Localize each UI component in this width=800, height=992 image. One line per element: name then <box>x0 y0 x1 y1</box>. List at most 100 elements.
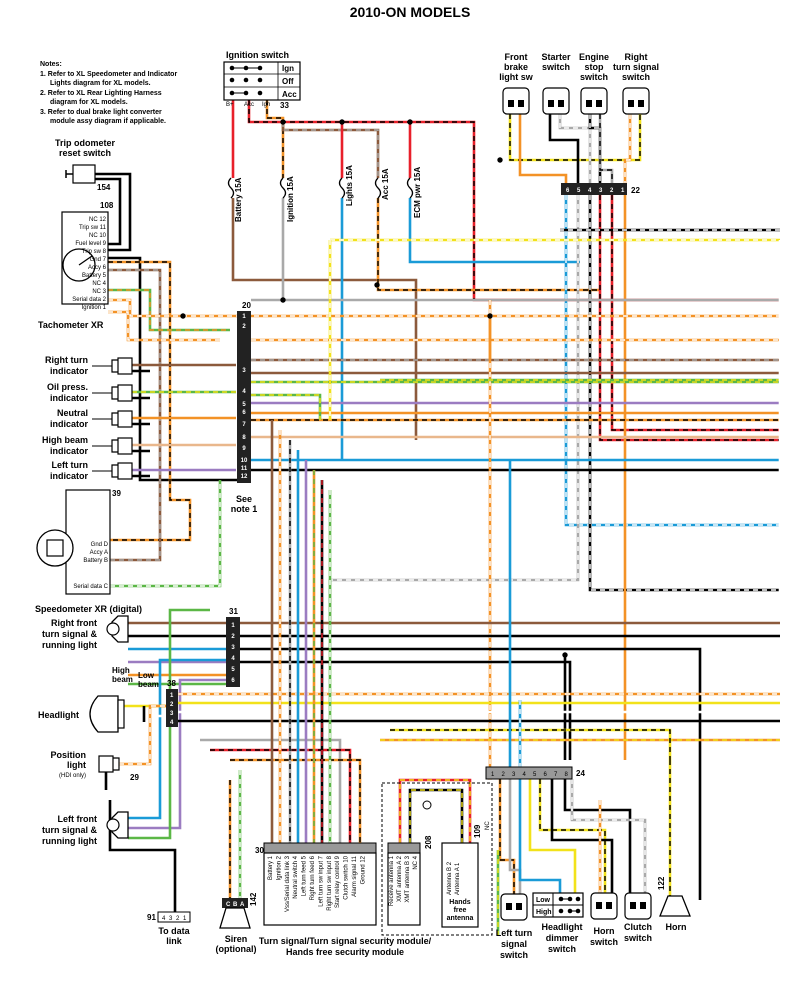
wire <box>240 647 702 900</box>
wire-stripe <box>108 261 191 541</box>
tachometer-ref: 108 <box>100 201 114 210</box>
connector-24-pin: 2 <box>502 772 506 778</box>
fuse: ECM pwr 15A <box>406 167 422 218</box>
horn-switch: Horn switch <box>590 892 618 947</box>
wire <box>265 100 285 178</box>
indicator-label: indicator <box>50 419 89 429</box>
wire-stripe <box>399 779 471 843</box>
wire-stripe <box>390 729 671 760</box>
left-turn-signal-switch: Left turn signal switch <box>496 893 532 960</box>
svg-text:Turn signal/Turn signal securi: Turn signal/Turn signal security module/ <box>259 936 432 946</box>
svg-text:Serial data C: Serial data C <box>73 584 108 590</box>
svg-text:B: B <box>233 902 238 908</box>
fuse: Lights 15A <box>338 165 354 206</box>
svg-text:39: 39 <box>112 489 121 498</box>
svg-text:signal: signal <box>501 939 527 949</box>
connector-31-pin: 3 <box>231 645 235 651</box>
svg-text:beam: beam <box>138 680 159 689</box>
svg-text:switch: switch <box>500 950 528 960</box>
svg-text:C: C <box>226 902 231 908</box>
svg-text:Front: Front <box>505 52 528 62</box>
svg-text:Horn: Horn <box>594 926 615 936</box>
fuse-label: ECM pwr 15A <box>413 167 422 218</box>
indicator-body <box>117 462 133 480</box>
wire-stripe <box>108 289 230 331</box>
terminal-ign: Ign <box>262 102 270 108</box>
horn: 122 Horn <box>657 876 691 932</box>
module-pin: Ignition 2 <box>276 855 282 880</box>
svg-text:light sw: light sw <box>499 72 533 82</box>
svg-text:(HDI only): (HDI only) <box>59 773 86 779</box>
wire <box>251 393 322 420</box>
svg-text:24: 24 <box>576 769 585 778</box>
connector-24-pin: 1 <box>491 772 495 778</box>
top-switches: Front brake light sw Starter switch Engi… <box>499 52 659 115</box>
indicator-lamp <box>111 359 118 373</box>
siren: C B A 142 Siren (optional) <box>216 892 259 954</box>
svg-text:note 1: note 1 <box>231 504 258 514</box>
indicator-oil-press: Oil press.indicator <box>47 382 133 403</box>
data-link: 91 4 3 2 1 To data link <box>147 911 191 946</box>
splice-dot <box>180 313 186 319</box>
svg-text:20: 20 <box>242 301 251 310</box>
connector-24-pin: 6 <box>544 772 548 778</box>
module-pin: Alarm signal 11 <box>352 855 358 897</box>
notes-line: 1. Refer to XL Speedometer and Indicator <box>40 71 177 78</box>
wire <box>95 172 132 252</box>
right-front-light: Right front turn signal & running light <box>42 615 129 650</box>
svg-text:2: 2 <box>176 916 180 922</box>
svg-text:22: 22 <box>631 186 640 195</box>
connector-20-pin: 12 <box>241 474 248 480</box>
svg-text:1: 1 <box>170 693 174 699</box>
wire <box>108 256 240 482</box>
tach-pin-label: Fuel level 9 <box>75 241 106 247</box>
svg-text:brake: brake <box>504 62 528 72</box>
connector-24-pin: 5 <box>533 772 537 778</box>
module-pin: XMT antenna A 2 <box>397 855 403 902</box>
svg-text:154: 154 <box>97 183 111 192</box>
svg-text:antenna: antenna <box>447 915 474 922</box>
fuse-label: Acc 15A <box>381 168 390 200</box>
fuse-label: Ignition 15A <box>286 176 295 222</box>
svg-text:Accy A: Accy A <box>90 550 108 556</box>
wire <box>550 779 614 893</box>
bottom-switches: Left turn signal switch Low High Headlig… <box>496 876 691 960</box>
wire-stripe <box>589 114 601 183</box>
wire <box>528 779 577 893</box>
indicator-label: indicator <box>50 366 89 376</box>
svg-text:turn signal &: turn signal & <box>42 629 98 639</box>
svg-text:208: 208 <box>424 835 433 849</box>
svg-text:6: 6 <box>566 188 570 194</box>
svg-text:Antenna A 1: Antenna A 1 <box>455 862 461 895</box>
tach-pin-label: NC 12 <box>89 217 107 223</box>
wire-stripe <box>565 195 780 526</box>
indicator-label: indicator <box>50 471 89 481</box>
wire <box>558 114 592 183</box>
module-pin: Vss/Serial data link 3 <box>285 855 291 912</box>
indicator-body <box>117 437 133 455</box>
right-turn-signal-switch: Right turn signal switch <box>613 52 659 115</box>
wire <box>408 198 580 264</box>
wire <box>508 114 642 162</box>
starter-switch: Starter switch <box>541 52 571 115</box>
wire-stripe <box>282 122 379 178</box>
fuse-label: Lights 15A <box>345 165 354 206</box>
module-pin: Start relay control 9 <box>335 855 341 908</box>
wire <box>328 195 580 620</box>
wire-stripe <box>266 100 284 178</box>
speedometer-label: Speedometer XR (digital) <box>35 604 142 614</box>
svg-text:1: 1 <box>621 188 625 194</box>
connector-24-pin: 3 <box>512 772 516 778</box>
terminal-acc: Acc <box>244 102 254 108</box>
connector-20-pin: 3 <box>242 368 246 374</box>
wire <box>108 268 162 562</box>
module-pin: Left turn sw input 7 <box>318 855 324 906</box>
svg-text:1: 1 <box>183 916 187 922</box>
tach-pin-label: NC 3 <box>92 289 106 295</box>
wire <box>200 738 342 843</box>
ignition-pos-ign: Ign <box>282 64 294 73</box>
ignition-ref: 33 <box>280 101 289 110</box>
indicator-body <box>117 384 133 402</box>
svg-text:turn signal &: turn signal & <box>42 825 98 835</box>
